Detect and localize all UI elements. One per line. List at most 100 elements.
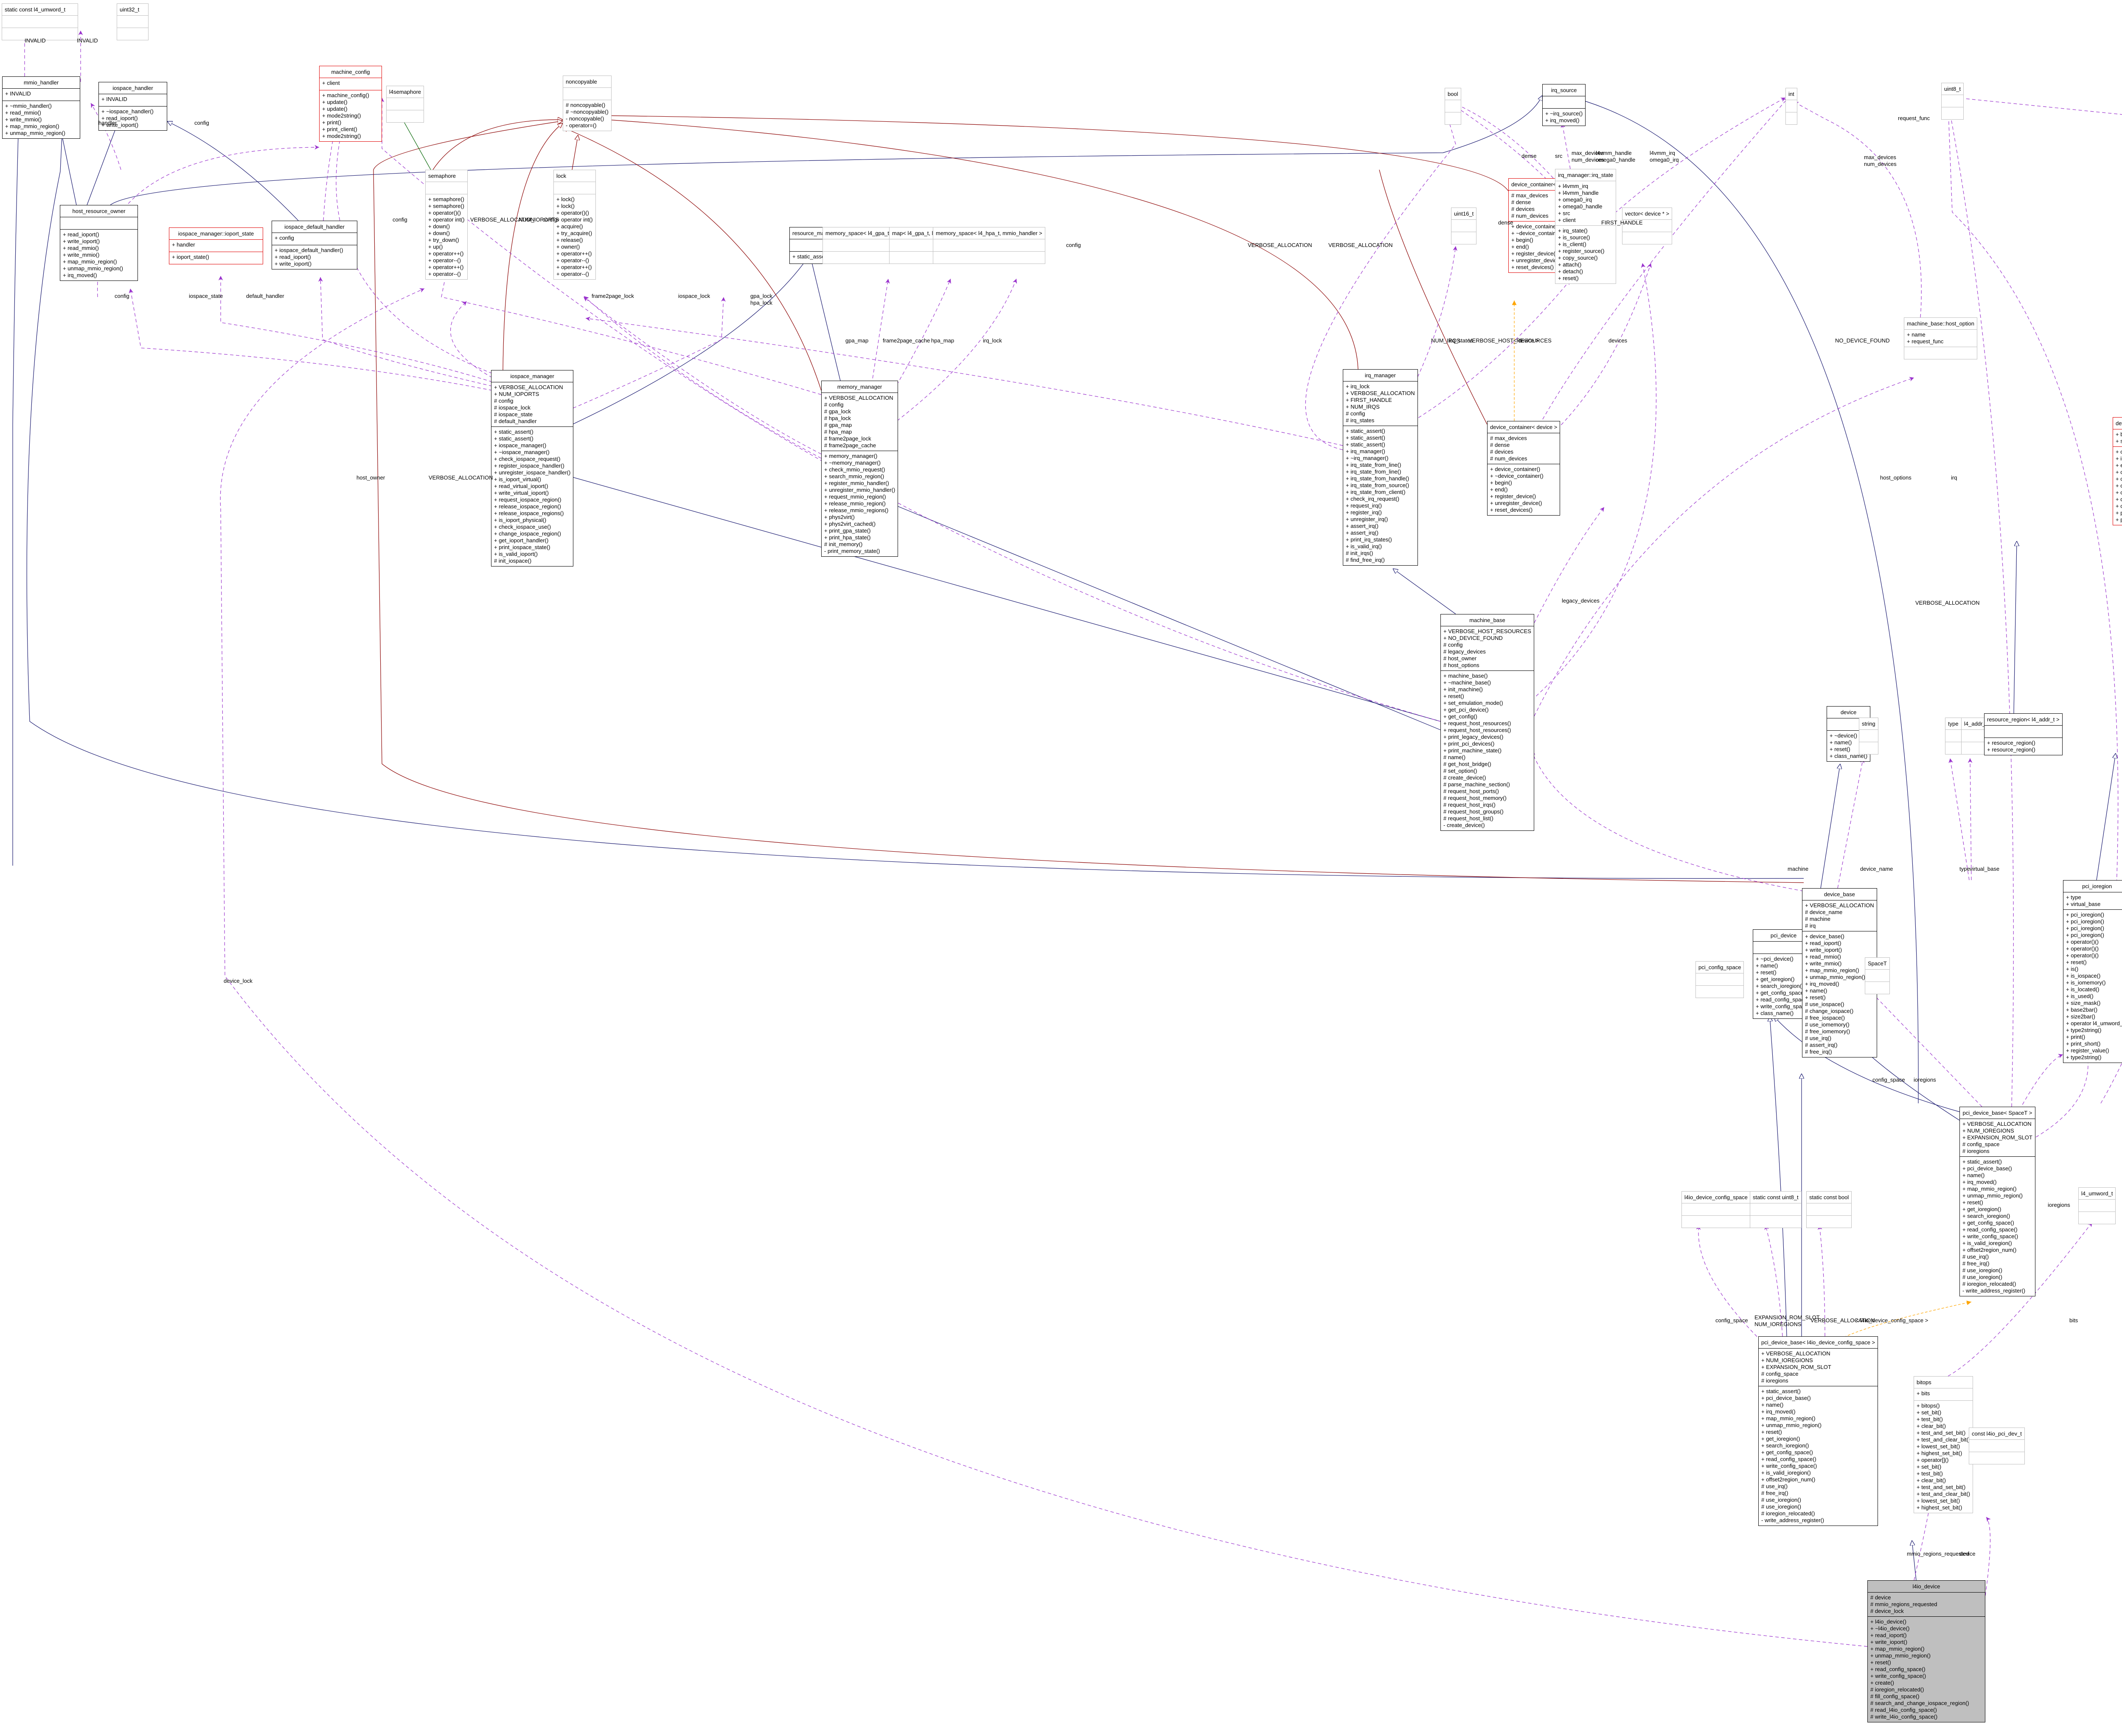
- class-box-uint32_t[interactable]: uint32_t: [117, 3, 149, 40]
- class-box-l4io_device[interactable]: l4io_device# device# mmio_regions_reques…: [1867, 1580, 1985, 1722]
- edge-label: < l4io_device_config_space >: [1855, 1317, 1928, 1324]
- class-box-device_container_device[interactable]: device_container< device ># max_devices#…: [1487, 421, 1561, 516]
- member-operation: # use_iospace(): [1805, 1001, 1844, 1007]
- attributes-section: + INVALID: [99, 94, 167, 107]
- class-box-l4io_device_config_space[interactable]: l4io_device_config_space: [1681, 1191, 1751, 1228]
- attributes-section: [790, 239, 842, 252]
- edge-label: VERBOSE_ALLOCATION: [1248, 242, 1312, 248]
- class-box-bool[interactable]: bool: [1445, 88, 1461, 125]
- attributes-section: + VERBOSE_HOST_RESOURCES+ NO_DEVICE_FOUN…: [1441, 626, 1534, 671]
- operations-section: + lock()+ lock()+ operator()()+ operator…: [554, 194, 595, 279]
- member-operation: + is_source(): [1558, 234, 1590, 241]
- class-box-ioport_state[interactable]: iospace_manager::ioport_state+ handler+ …: [169, 227, 263, 264]
- class-box-const_l4io_pci_dev_t[interactable]: const l4io_pci_dev_t: [1969, 1428, 2025, 1464]
- member-operation: # noncopyable(): [566, 102, 606, 108]
- class-box-static_const_l4_umword_t[interactable]: static const l4_umword_t: [2, 3, 78, 40]
- edge-label: config: [393, 216, 407, 223]
- member-operation: + static_assert(): [792, 253, 832, 260]
- member-operation: + pci_ioregion(): [2066, 918, 2104, 925]
- operations-section: + static_assert(): [790, 252, 841, 264]
- edge-label: type: [1959, 866, 1970, 872]
- class-box-l4semaphore[interactable]: l4semaphore: [386, 86, 424, 123]
- class-box-noncopyable[interactable]: noncopyable# noncopyable()# ~noncopyable…: [563, 76, 612, 131]
- class-box-bitops[interactable]: bitops+ bits+ bitops()+ set_bit()+ test_…: [1914, 1376, 1973, 1513]
- class-box-pci_device_base_SpaceT[interactable]: pci_device_base< SpaceT >+ VERBOSE_ALLOC…: [1959, 1107, 2035, 1296]
- attributes-section: + handler: [169, 240, 263, 252]
- class-box-vector_device[interactable]: vector< device * >: [1622, 208, 1673, 244]
- member-operation: + memory_manager(): [824, 453, 878, 459]
- member-operation: + map_mmio_region(): [1805, 967, 1859, 973]
- class-box-pci_ioregion[interactable]: pci_ioregion+ type+ virtual_base+ pci_io…: [2063, 880, 2122, 1063]
- edge-label: host_options: [1880, 474, 1911, 481]
- operations-section: + operator()()+ is_empty()+ equals()+ co…: [2113, 447, 2122, 525]
- member-operation: + unmap_mmio_region(): [1870, 1652, 1931, 1659]
- attributes-section: [1942, 95, 1964, 107]
- member-attribute: # config_space: [1962, 1141, 2000, 1147]
- class-box-memory_space_hpa[interactable]: memory_space< l4_hpa_t, mmio_handler >: [933, 227, 1045, 264]
- member-attribute: + name: [1907, 331, 1926, 338]
- member-operation: + request_iospace_region(): [494, 496, 561, 503]
- class-box-irq_source[interactable]: irq_source+ ~irq_source()+ irq_moved(): [1542, 84, 1586, 126]
- member-attribute: + src: [1558, 210, 1570, 216]
- member-attribute: + NO_DEVICE_FOUND: [1443, 635, 1503, 641]
- member-operation: + is_valid_irq(): [1346, 543, 1382, 550]
- class-box-uint8_t[interactable]: uint8_t: [1941, 83, 1964, 120]
- member-operation: + copy_source(): [1558, 255, 1598, 261]
- class-box-uint16_t[interactable]: uint16_t: [1451, 208, 1477, 244]
- edge-label: < device >: [1513, 337, 1539, 344]
- class-box-host_option[interactable]: machine_base::host_option+ name+ request…: [1904, 317, 1978, 359]
- operations-section: [117, 28, 148, 40]
- class-box-irq_manager[interactable]: irq_manager+ irq_lock+ VERBOSE_ALLOCATIO…: [1343, 369, 1418, 566]
- class-box-pci_device_base_l4io[interactable]: pci_device_base< l4io_device_config_spac…: [1758, 1336, 1878, 1526]
- member-operation: + irq_state_from_handle(): [1346, 475, 1409, 482]
- attributes-section: + type+ virtual_base: [2063, 892, 2122, 910]
- member-operation: + register_device(): [1511, 250, 1558, 257]
- member-operation: + try_down(): [428, 237, 459, 243]
- class-box-type[interactable]: type: [1945, 718, 1962, 754]
- member-attribute: # config: [1443, 642, 1463, 648]
- class-box-lock[interactable]: lock+ lock()+ lock()+ operator()()+ oper…: [553, 170, 596, 280]
- class-box-memory_manager[interactable]: memory_manager+ VERBOSE_ALLOCATION# conf…: [821, 381, 898, 557]
- member-operation: # use_irq(): [1761, 1483, 1788, 1489]
- class-box-resource_region_T[interactable]: detail::resource_region< AddressT >+ bas…: [2113, 417, 2122, 525]
- member-operation: + highest_set_bit(): [1917, 1504, 1962, 1511]
- member-operation: + operator[](): [1917, 1457, 1949, 1463]
- member-attribute: # devices: [1511, 206, 1535, 212]
- class-box-semaphore[interactable]: semaphore+ semaphore()+ semaphore()+ ope…: [425, 170, 468, 280]
- member-operation: # search_and_change_iospace_region(): [1870, 1700, 1969, 1706]
- member-operation: # init_iospace(): [494, 558, 532, 564]
- class-box-irq_state[interactable]: irq_manager::irq_state+ l4vmm_irq+ l4vmm…: [1555, 169, 1617, 284]
- class-name: machine_base: [1441, 614, 1534, 626]
- class-box-l4_umword_t[interactable]: l4_umword_t: [2078, 1187, 2116, 1224]
- member-operation: + read_config_space(): [1870, 1666, 1926, 1672]
- class-box-pci_config_space[interactable]: pci_config_space: [1695, 961, 1744, 998]
- class-box-static_const_uint8_t[interactable]: static const uint8_t: [1750, 1191, 1802, 1228]
- class-box-device_base[interactable]: device_base+ VERBOSE_ALLOCATION# device_…: [1802, 888, 1877, 1057]
- class-box-iospace_default_handler[interactable]: iospace_default_handler+ config+ iospace…: [272, 221, 357, 269]
- member-operation: + print_client(): [322, 126, 357, 132]
- class-box-int[interactable]: int: [1785, 88, 1797, 125]
- member-operation: + reset_devices(): [1511, 264, 1554, 270]
- class-box-iospace_handler[interactable]: iospace_handler+ INVALID+ ~iospace_handl…: [98, 82, 167, 131]
- class-box-host_resource_owner[interactable]: host_resource_owner+ read_ioport()+ writ…: [60, 205, 138, 281]
- class-box-static_const_bool[interactable]: static const bool: [1806, 1191, 1852, 1228]
- member-operation: + is_empty(): [2116, 455, 2122, 462]
- member-operation: + operator()(): [428, 210, 461, 216]
- operations-section: + static_assert()+ pci_device_base()+ na…: [1759, 1386, 1878, 1526]
- member-operation: # ioregion_relocated(): [1761, 1510, 1815, 1517]
- member-operation: + operator()(): [2066, 939, 2099, 945]
- class-box-SpaceT[interactable]: SpaceT: [1865, 957, 1890, 994]
- class-box-mmio_handler[interactable]: mmio_handler+ INVALID+ ~mmio_handler()+ …: [2, 76, 80, 139]
- member-operation: + release_iospace_regions(): [494, 510, 564, 516]
- edge-label: NO_DEVICE_FOUND: [1835, 337, 1890, 344]
- member-operation: + name(): [1756, 962, 1778, 969]
- member-operation: + test_bit(): [1917, 1416, 1943, 1422]
- class-box-string[interactable]: string: [1859, 718, 1878, 754]
- member-attribute: + NUM_IRQS: [1346, 404, 1380, 410]
- member-operation: # use_irq(): [1805, 1035, 1832, 1041]
- class-box-iospace_manager[interactable]: iospace_manager+ VERBOSE_ALLOCATION+ NUM…: [491, 370, 574, 567]
- class-box-machine_base[interactable]: machine_base+ VERBOSE_HOST_RESOURCES+ NO…: [1440, 614, 1534, 831]
- edge-label: VERBOSE_HOST_RESOURCES: [1468, 337, 1552, 344]
- class-box-resource_region_l4[interactable]: resource_region< l4_addr_t >+ resource_r…: [1984, 713, 2063, 755]
- class-box-machine_config[interactable]: machine_config+ client+ machine_config()…: [319, 66, 382, 142]
